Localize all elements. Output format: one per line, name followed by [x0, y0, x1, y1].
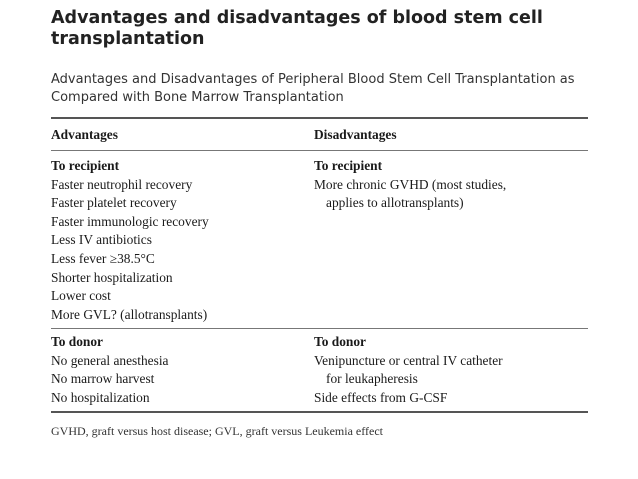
- list-item: More chronic GVHD (most studies,: [314, 176, 507, 192]
- header-disadvantages: Disadvantages: [314, 127, 397, 142]
- page-title: Advantages and disadvantages of blood st…: [51, 8, 543, 49]
- table-footnote: GVHD, graft versus host disease; GVL, gr…: [51, 424, 384, 438]
- table-caption: Advantages and Disadvantages of Peripher…: [51, 72, 575, 105]
- list-item: No general anesthesia: [51, 352, 169, 368]
- list-item: No hospitalization: [51, 389, 150, 405]
- list-item: Venipuncture or central IV catheter: [314, 352, 503, 368]
- list-item: Side effects from G-CSF: [314, 389, 448, 405]
- donor-disadvantages-heading: To donor: [314, 334, 366, 349]
- list-item: Less fever ≥38.5°C: [51, 251, 155, 266]
- table-top-rule: [51, 117, 588, 119]
- donor-advantages-heading: To donor: [51, 334, 103, 349]
- list-item: Faster immunologic recovery: [51, 213, 209, 229]
- list-item: Lower cost: [51, 288, 111, 304]
- table-bottom-rule: [51, 411, 588, 413]
- list-item: Faster platelet recovery: [51, 195, 177, 211]
- list-item: applies to allotransplants): [326, 195, 464, 211]
- recipient-disadvantages-heading: To recipient: [314, 158, 383, 173]
- header-advantages: Advantages: [51, 127, 118, 142]
- list-item: Faster neutrophil recovery: [51, 176, 193, 192]
- list-item: for leukapheresis: [326, 371, 418, 387]
- list-item: Less IV antibiotics: [51, 232, 152, 248]
- section-rule: [51, 328, 588, 329]
- recipient-advantages-heading: To recipient: [51, 158, 120, 173]
- header-rule: [51, 150, 588, 151]
- list-item: No marrow harvest: [51, 371, 155, 387]
- list-item: More GVL? (allotransplants): [51, 306, 208, 322]
- list-item: Shorter hospitalization: [51, 269, 173, 285]
